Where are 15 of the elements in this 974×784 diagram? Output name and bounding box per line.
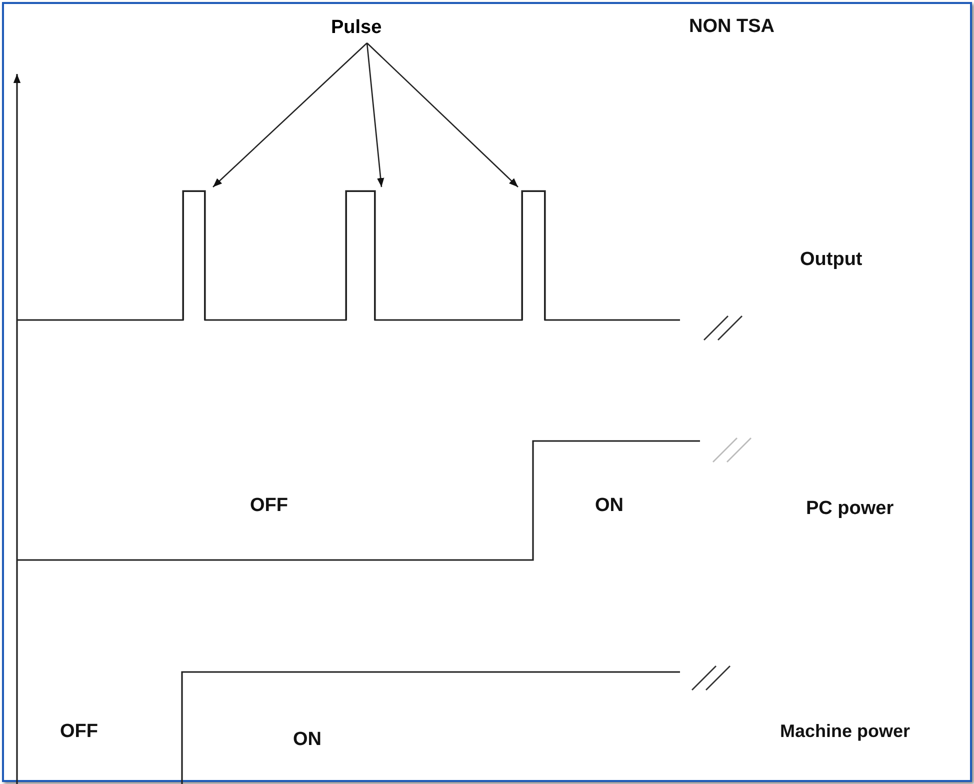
arrow bbox=[366, 42, 518, 188]
callout-label: Pulse bbox=[331, 17, 382, 39]
signal-label: OFF bbox=[250, 496, 288, 515]
pulse-shape bbox=[522, 191, 545, 320]
signal-label: ON bbox=[293, 730, 322, 749]
pulse-shape bbox=[183, 191, 205, 320]
signal-label: PC power bbox=[806, 499, 894, 518]
signal-label: ON bbox=[595, 496, 624, 515]
signal-label: OFF bbox=[60, 722, 98, 741]
signal-label: Machine power bbox=[780, 722, 910, 740]
pulse-shape bbox=[346, 191, 375, 320]
signal-label: NON TSA bbox=[689, 17, 774, 36]
signal-label: Output bbox=[800, 250, 862, 269]
arrow bbox=[212, 42, 368, 188]
arrow bbox=[366, 42, 384, 188]
